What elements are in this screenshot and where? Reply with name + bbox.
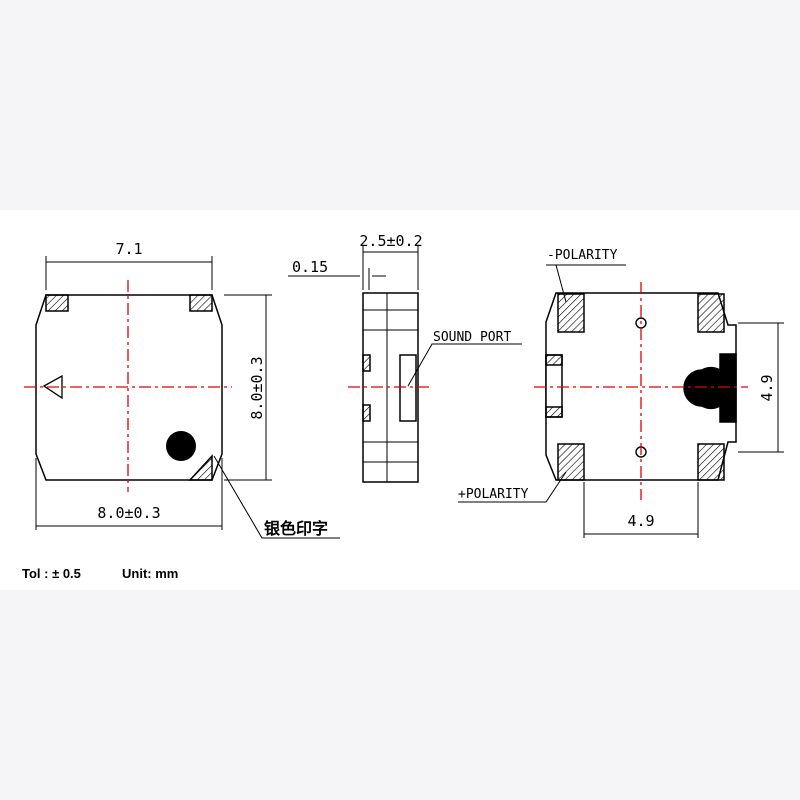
side-view bbox=[288, 246, 522, 483]
leader-line bbox=[555, 264, 567, 303]
silver-print-label: 银色印字 bbox=[264, 519, 328, 538]
corner-pad bbox=[189, 294, 213, 312]
sound-port bbox=[683, 353, 737, 423]
dim-side-offset: 0.15 bbox=[292, 258, 328, 276]
dim-pin-spacing-horizontal: 4.9 bbox=[627, 512, 654, 530]
terminal-pad bbox=[697, 293, 725, 333]
negative-polarity-label: -POLARITY bbox=[547, 248, 618, 263]
corner-pad bbox=[188, 454, 213, 481]
corner-pad bbox=[45, 294, 69, 312]
tolerance-note: Tol : ± 0.5 bbox=[22, 566, 81, 581]
sound-port-label: SOUND PORT bbox=[433, 330, 511, 345]
sound-port-slot bbox=[399, 354, 417, 422]
side-terminal bbox=[362, 404, 371, 422]
leader-line bbox=[407, 343, 522, 387]
side-terminal bbox=[545, 354, 563, 366]
dim-bottom-width: 8.0±0.3 bbox=[97, 504, 160, 522]
leader-line bbox=[213, 455, 340, 539]
side-terminal bbox=[362, 354, 371, 372]
terminal-pad bbox=[557, 293, 585, 333]
dim-side-thickness: 2.5±0.2 bbox=[359, 232, 422, 250]
top-view bbox=[24, 256, 340, 539]
terminal-pad bbox=[557, 443, 585, 481]
dim-top-width: 7.1 bbox=[115, 240, 142, 258]
bottom-view bbox=[458, 264, 784, 538]
leader-line bbox=[458, 471, 567, 503]
dim-pin-spacing-vertical: 4.9 bbox=[758, 374, 776, 401]
terminal-pad bbox=[697, 443, 725, 481]
drawing-sheet: 7.1 8.0±0.3 8.0±0.3 银色印字 2.5±0.2 0.15 SO… bbox=[0, 210, 800, 590]
positive-polarity-label: +POLARITY bbox=[458, 487, 529, 502]
dim-height: 8.0±0.3 bbox=[248, 356, 266, 419]
marking-dot bbox=[166, 431, 196, 461]
unit-note: Unit: mm bbox=[122, 566, 179, 581]
side-terminal bbox=[545, 406, 563, 418]
technical-drawing: 7.1 8.0±0.3 8.0±0.3 银色印字 2.5±0.2 0.15 SO… bbox=[24, 232, 784, 539]
